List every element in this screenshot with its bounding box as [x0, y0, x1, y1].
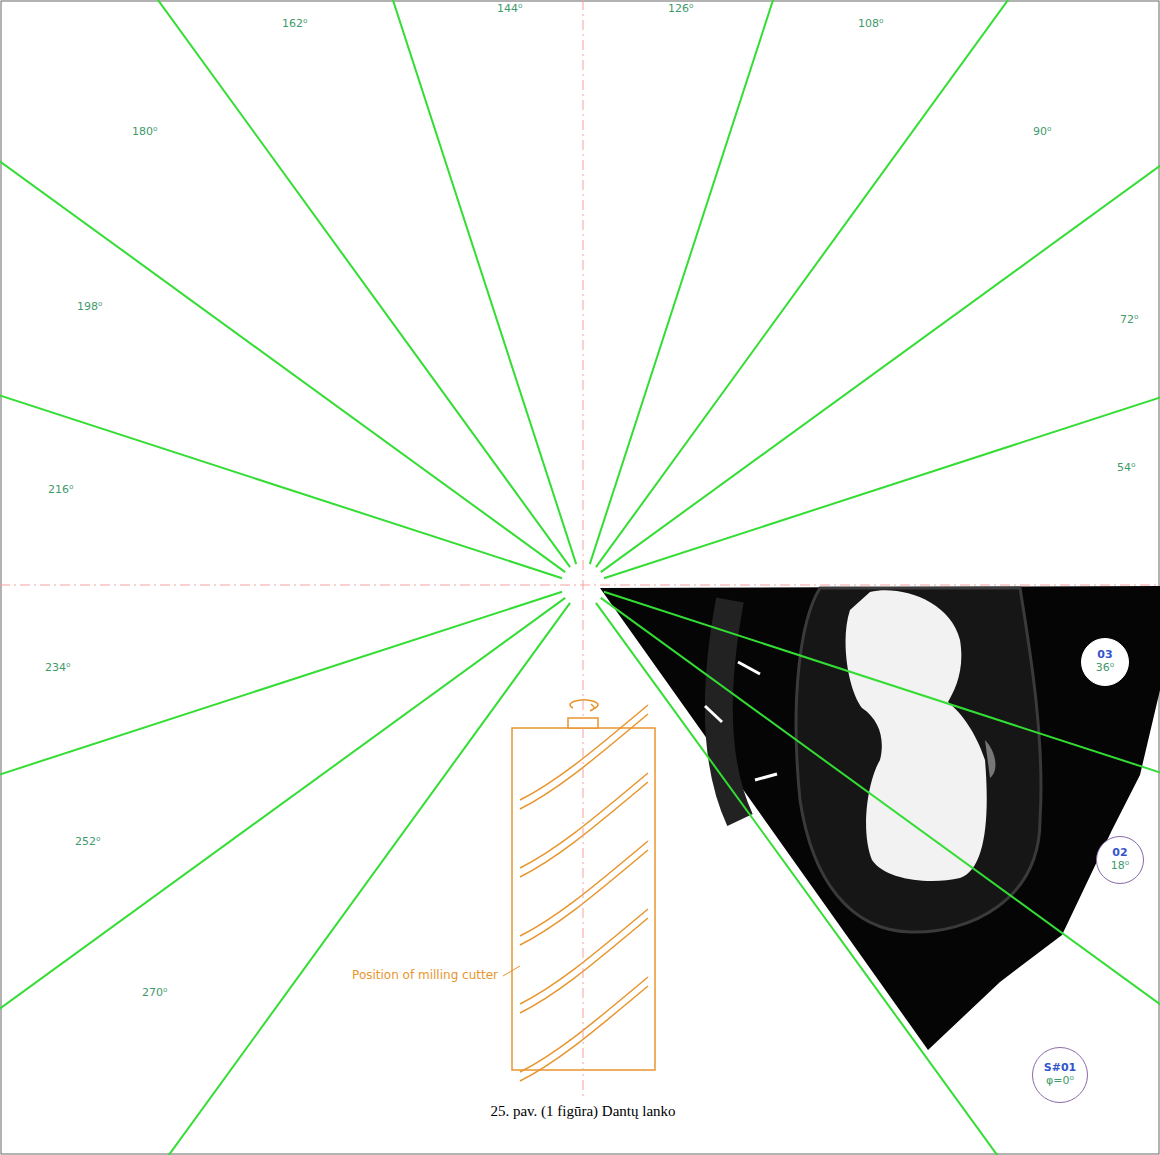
angle-ray: [0, 603, 570, 1155]
angle-ray: [274, 0, 576, 564]
cutter-flute: [520, 841, 648, 936]
angle-value: 36⁰: [1096, 662, 1114, 675]
angle-label: 234⁰: [45, 662, 70, 674]
tooth-detail: [985, 740, 995, 778]
cutter-flute: [520, 977, 648, 1072]
angle-label: 198⁰: [77, 301, 102, 313]
cutter-flute: [520, 782, 648, 877]
angle-label: 72⁰: [1120, 314, 1138, 326]
callout-number: S#01: [1044, 1062, 1076, 1075]
angle-ray: [0, 592, 562, 894]
angle-label: 252⁰: [75, 836, 100, 848]
cutter-flute: [520, 986, 648, 1081]
cutter-flute: [520, 773, 648, 868]
angle-label: 270⁰: [142, 987, 167, 999]
angle-ray: [0, 598, 565, 1155]
milling-cutter: [512, 700, 655, 1081]
angle-label: 162⁰: [282, 18, 307, 30]
angle-ray: [0, 0, 570, 567]
angle-label: 90⁰: [1033, 126, 1051, 138]
marker-ticks: [705, 662, 777, 780]
angle-label: 144⁰: [497, 3, 522, 15]
cutter-flute: [520, 918, 648, 1013]
figure-caption: 25. pav. (1 figūra) Dantų lanko: [486, 1103, 679, 1120]
callout-number: 03: [1097, 649, 1112, 662]
part-label: Position of milling cutter: [350, 969, 500, 982]
angle-ray: [0, 0, 565, 572]
angle-label: 108⁰: [858, 18, 883, 30]
angle-ray: [590, 0, 892, 564]
angle-ray: [0, 276, 562, 578]
angle-label: 216⁰: [48, 484, 73, 496]
cutter-flute: [520, 909, 648, 1004]
leader-line: [503, 966, 520, 976]
marker-circle: 0218⁰: [1096, 836, 1144, 884]
jaw-section: [796, 588, 1041, 932]
cutter-flute: [520, 850, 648, 945]
marker-circle: S#01φ=0⁰: [1032, 1047, 1088, 1103]
marker-circle: 0336⁰: [1081, 638, 1129, 686]
crosshair: [0, 0, 1160, 1100]
cutter-flute: [520, 714, 648, 809]
image-wedge: [600, 586, 1160, 1050]
angle-ray: [604, 276, 1160, 578]
tooth: [846, 590, 987, 881]
angle-ray: [596, 603, 1160, 1155]
callout-number: 02: [1112, 847, 1127, 860]
angle-label: 54⁰: [1117, 462, 1135, 474]
angle-ray: [601, 0, 1160, 572]
angle-label: 126⁰: [668, 3, 693, 15]
angle-value: 18⁰: [1111, 860, 1129, 873]
angle-value: φ=0⁰: [1046, 1075, 1074, 1088]
angle-ray: [604, 592, 1160, 894]
cutter-flute: [520, 705, 648, 800]
angle-label: 180⁰: [132, 126, 157, 138]
